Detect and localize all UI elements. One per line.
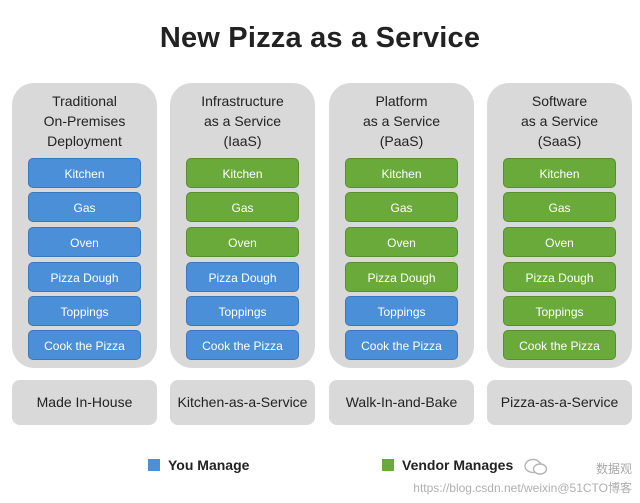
service-item: Oven: [345, 227, 458, 257]
service-item: Oven: [186, 227, 299, 257]
column-title-line: (PaaS): [379, 133, 424, 149]
service-item: Gas: [503, 192, 616, 222]
service-item: Toppings: [186, 296, 299, 326]
legend-vendor-manages: Vendor Manages: [382, 455, 513, 475]
model-name-box: Made In-House: [12, 380, 157, 425]
legend-swatch-you: [148, 459, 160, 471]
diagram-title: New Pizza as a Service: [159, 22, 481, 54]
service-item: Toppings: [345, 296, 458, 326]
service-item: Kitchen: [503, 158, 616, 188]
service-item: Kitchen: [345, 158, 458, 188]
service-item: Gas: [345, 192, 458, 222]
column-title-line: Deployment: [47, 133, 122, 149]
service-item: Oven: [503, 227, 616, 257]
service-item: Pizza Dough: [28, 262, 141, 292]
model-name-box: Pizza-as-a-Service: [487, 380, 632, 425]
service-item: Pizza Dough: [345, 262, 458, 292]
watermark-label: 数据观: [595, 462, 632, 476]
column-title-line: as a Service: [520, 113, 599, 129]
column-title-line: (IaaS): [223, 133, 262, 149]
model-name-box: Walk-In-and-Bake: [329, 380, 474, 425]
service-item: Cook the Pizza: [503, 330, 616, 360]
model-name-box: Kitchen-as-a-Service: [170, 380, 315, 425]
column-title: Software as a Service (SaaS): [487, 91, 632, 151]
legend-label-vendor: Vendor Manages: [402, 457, 514, 473]
service-item: Gas: [28, 192, 141, 222]
service-item: Pizza Dough: [503, 262, 616, 292]
legend-label-you: You Manage: [168, 457, 250, 473]
service-item: Toppings: [28, 296, 141, 326]
service-item: Cook the Pizza: [345, 330, 458, 360]
service-item: Kitchen: [186, 158, 299, 188]
column-title-line: as a Service: [362, 113, 441, 129]
service-item: Toppings: [503, 296, 616, 326]
service-item: Gas: [186, 192, 299, 222]
service-item: Pizza Dough: [186, 262, 299, 292]
service-item: Cook the Pizza: [186, 330, 299, 360]
watermark-url: https://blog.csdn.net/weixin@51CTO博客: [413, 481, 632, 495]
service-item: Kitchen: [28, 158, 141, 188]
legend-you-manage: You Manage: [148, 455, 249, 475]
column-title-line: On-Premises: [43, 113, 126, 129]
column-title: Infrastructure as a Service (IaaS): [170, 91, 315, 151]
column-title: Platform as a Service (PaaS): [329, 91, 474, 151]
column-title-line: Traditional: [52, 93, 117, 109]
legend-swatch-vendor: [382, 459, 394, 471]
service-item: Oven: [28, 227, 141, 257]
column-title-line: (SaaS): [537, 133, 582, 149]
wechat-icon: [524, 458, 548, 475]
column-title-line: Infrastructure: [201, 93, 284, 109]
column-title-line: Software: [531, 93, 588, 109]
service-item: Cook the Pizza: [28, 330, 141, 360]
column-title-line: Platform: [375, 93, 428, 109]
column-title-line: as a Service: [203, 113, 282, 129]
